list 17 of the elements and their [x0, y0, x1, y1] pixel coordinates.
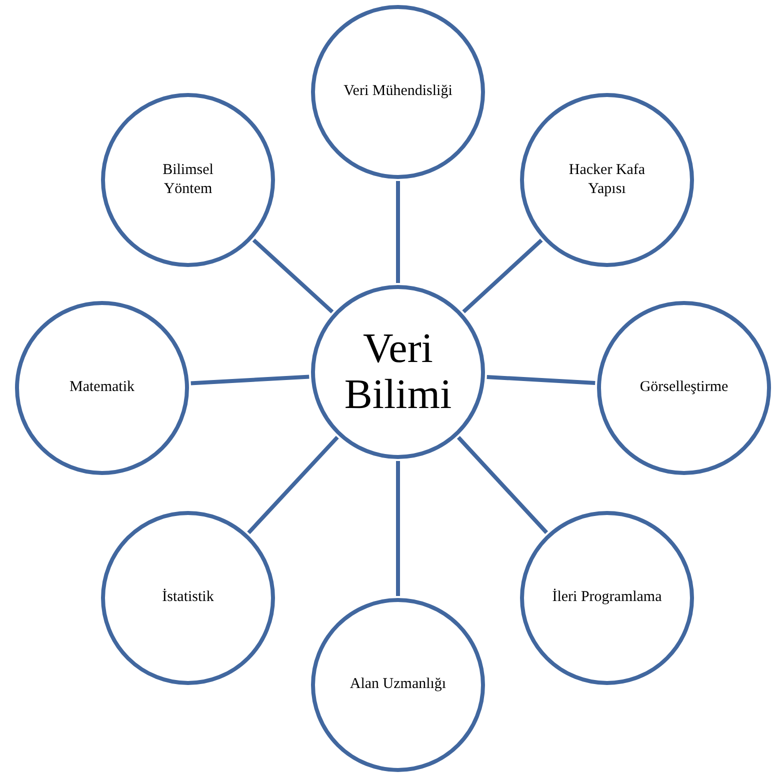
topic-label: Alan Uzmanlığı [350, 675, 446, 694]
connector-line [456, 436, 548, 534]
topic-label: Hacker Kafa Yapısı [568, 160, 646, 199]
connector-line [252, 238, 334, 314]
connector-line [396, 181, 400, 283]
topic-label: Veri Mühendisliği [344, 82, 452, 102]
topic-label: İleri Programlama [552, 588, 662, 608]
connector-line [486, 374, 596, 386]
topic-label: Görselleştirme [640, 378, 728, 398]
connector-line [247, 436, 339, 534]
topic-label: Veri Bilimi [343, 326, 453, 418]
topic-label: Matematik [70, 378, 134, 398]
connector-line [190, 374, 310, 386]
topic-label: İstatistik [162, 588, 214, 608]
connector-line [396, 461, 400, 596]
connector-line [462, 238, 543, 314]
topic-label: Bilimsel Yöntem [162, 160, 214, 199]
